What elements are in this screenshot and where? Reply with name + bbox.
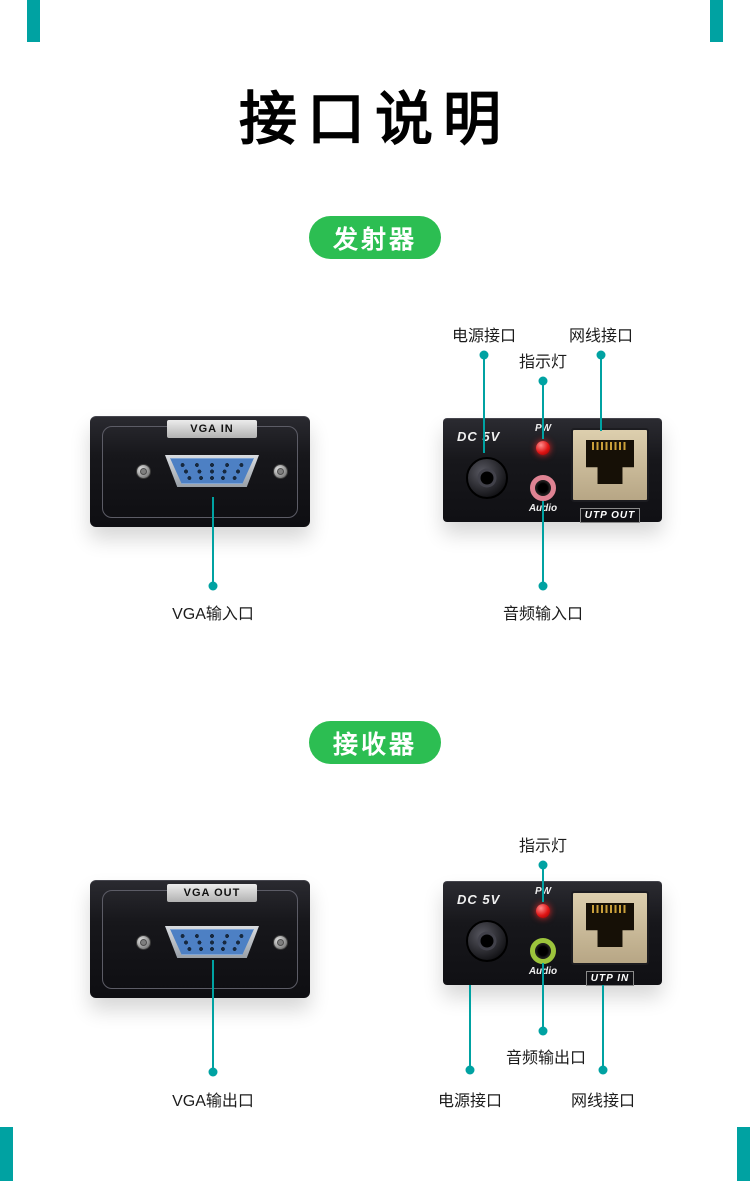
vga-out-sticker: VGA OUT xyxy=(167,884,257,902)
receiver-led-callout-dot xyxy=(538,860,548,870)
transmitter-power-callout-line xyxy=(483,359,485,453)
transmitter-network-callout-label: 网线接口 xyxy=(568,328,634,345)
vga-out-connector xyxy=(102,926,322,958)
receiver-audio-callout-label: 音频输出口 xyxy=(505,1050,587,1067)
receiver-audio-callout-dot xyxy=(538,1026,548,1036)
transmitter-vga-callout-line xyxy=(212,497,214,582)
utp-out-label: UTP OUT xyxy=(571,505,649,523)
vga-out-sticker-label: VGA OUT xyxy=(183,887,241,899)
transmitter-rear-panel: DC 5V PW Audio UTP OUT xyxy=(443,418,662,523)
screw-icon xyxy=(136,934,151,950)
vga-port-shell xyxy=(165,926,259,958)
corner-accent-top-right xyxy=(710,0,723,42)
corner-accent-bottom-right xyxy=(737,1127,750,1181)
audio-jack xyxy=(530,475,556,501)
transmitter-vga-callout-dot xyxy=(208,581,218,591)
screw-icon xyxy=(136,463,151,479)
corner-accent-bottom-left xyxy=(0,1127,13,1181)
receiver-network-callout-dot xyxy=(598,1065,608,1075)
transmitter-badge-label: 发射器 xyxy=(332,225,417,254)
vga-in-sticker-label: VGA IN xyxy=(190,423,234,435)
rj45-port xyxy=(571,891,649,965)
transmitter-power-callout-dot xyxy=(479,350,489,360)
transmitter-led-callout-label: 指示灯 xyxy=(518,354,568,371)
transmitter-audio-callout-dot xyxy=(538,581,548,591)
audio-jack xyxy=(530,938,556,964)
receiver-power-callout-label: 电源接口 xyxy=(437,1093,503,1110)
receiver-badge-label: 接收器 xyxy=(332,730,417,759)
transmitter-led-callout-line xyxy=(542,385,544,439)
power-led xyxy=(536,904,550,918)
dc-power-jack xyxy=(466,920,508,962)
transmitter-badge: 发射器 xyxy=(309,216,441,259)
power-led xyxy=(536,441,550,455)
receiver-audio-callout-line xyxy=(542,963,544,1027)
receiver-badge: 接收器 xyxy=(309,721,441,764)
receiver-network-callout-label: 网线接口 xyxy=(570,1093,636,1110)
transmitter-front-panel: VGA IN xyxy=(90,416,310,527)
transmitter-network-callout-line xyxy=(600,359,602,431)
vga-port-socket xyxy=(170,458,254,484)
vga-in-connector xyxy=(102,455,322,487)
dc-power-label: DC 5V xyxy=(457,892,501,907)
corner-accent-top-left xyxy=(27,0,40,42)
receiver-power-callout-dot xyxy=(465,1065,475,1075)
transmitter-vga-callout-label: VGA输入口 xyxy=(172,606,254,623)
receiver-vga-callout-line xyxy=(212,960,214,1068)
transmitter-network-callout-dot xyxy=(596,350,606,360)
transmitter-audio-callout-label: 音频输入口 xyxy=(502,606,584,623)
receiver-rear-panel: DC 5V PW Audio UTP IN xyxy=(443,881,662,986)
utp-in-label-text: UTP IN xyxy=(585,971,635,986)
utp-in-label: UTP IN xyxy=(571,968,649,986)
receiver-power-callout-line xyxy=(469,985,471,1066)
vga-port-socket xyxy=(170,929,254,955)
page-title: 接口说明 xyxy=(238,87,511,152)
vga-port-shell xyxy=(165,455,259,487)
receiver-network-callout-line xyxy=(602,985,604,1066)
rj45-port xyxy=(571,428,649,502)
utp-out-label-text: UTP OUT xyxy=(579,508,641,523)
receiver-led-callout-label: 指示灯 xyxy=(518,838,568,855)
dc-power-jack xyxy=(466,457,508,499)
receiver-vga-callout-dot xyxy=(208,1067,218,1077)
receiver-front-panel: VGA OUT xyxy=(90,880,310,998)
dc-power-label: DC 5V xyxy=(457,429,501,444)
transmitter-led-callout-dot xyxy=(538,376,548,386)
screw-icon xyxy=(273,463,288,479)
receiver-led-callout-line xyxy=(542,869,544,902)
vga-in-sticker: VGA IN xyxy=(167,420,257,438)
receiver-vga-callout-label: VGA输出口 xyxy=(172,1093,254,1110)
transmitter-audio-callout-line xyxy=(542,501,544,582)
screw-icon xyxy=(273,934,288,950)
transmitter-power-callout-label: 电源接口 xyxy=(451,328,517,345)
